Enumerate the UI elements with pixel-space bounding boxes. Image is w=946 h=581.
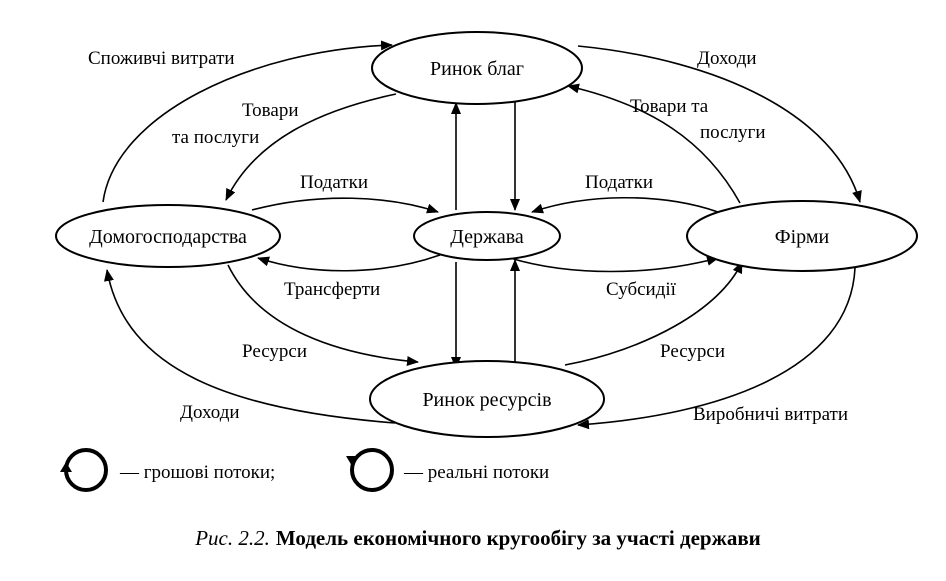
taxes-firms-label: Податки [585,172,653,193]
caption-title: Модель економічного кругообігу за участі… [276,526,761,550]
income-firms-label: Доходи [697,48,757,69]
production-costs-arrow [577,267,856,430]
legend: — грошові потоки; — реальні потоки [60,448,549,492]
node-government: Держава [413,211,561,261]
flow-lines [102,40,862,430]
transfers-label: Трансферти [284,279,380,300]
resources-firms-arrow [564,261,743,366]
legend-money-label: — грошові потоки; [119,462,275,483]
goods-services-left-label-2: та послуги [172,127,259,148]
node-firms: Фірми [686,200,918,272]
subsidies-label: Субсидії [606,279,677,300]
goods-to-households-arrow [225,93,397,201]
transfers-arrow [257,254,441,272]
taxes-households-arrow [251,197,439,214]
government-label: Держава [450,226,524,248]
goods-services-right-label-2: послуги [700,122,766,143]
figure-caption: Рис. 2.2.Модель економічного кругообігу … [194,526,761,550]
goods-from-firms-arrow [567,83,741,204]
caption-prefix: Рис. 2.2. [194,526,270,550]
subsidies-arrow [509,255,719,273]
money-flow-icon [60,448,108,492]
resources-households-arrow [227,264,419,366]
node-goods-market: Ринок благ [371,31,583,105]
flow-labels: Споживчі витрати Доходи Товари та послуг… [88,48,848,425]
firms-label: Фірми [775,226,830,248]
resources-left-label: Ресурси [242,341,307,362]
node-resource-market: Ринок ресурсів [369,360,605,438]
taxes-firms-arrow [531,196,719,214]
households-label: Домогосподарства [89,226,247,248]
resource-market-label: Ринок ресурсів [422,389,551,411]
consumer-spending-label: Споживчі витрати [88,48,235,69]
income-households-arrow [104,269,396,424]
resources-right-label: Ресурси [660,341,725,362]
production-costs-label: Виробничі витрати [693,404,848,425]
consumer-spending-arrow [102,40,393,203]
legend-real-label: — реальні потоки [403,462,549,483]
income-firms-arrow [577,45,862,203]
goods-services-right-label-1: Товари та [630,96,709,117]
node-households: Домогосподарства [55,204,281,268]
goods-market-label: Ринок благ [430,58,524,80]
taxes-households-label: Податки [300,172,368,193]
real-flow-icon [346,448,394,492]
goods-services-left-label-1: Товари [242,100,299,121]
income-households-label: Доходи [180,402,240,423]
